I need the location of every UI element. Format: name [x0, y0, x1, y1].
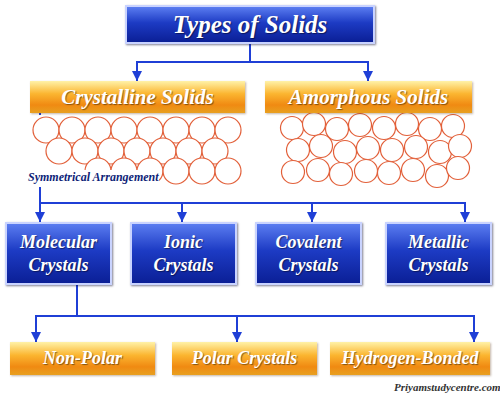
category-box: Amorphous Solids [265, 81, 472, 113]
box-text: Molecular Crystals [11, 231, 106, 276]
particle-circle [46, 138, 72, 164]
particle-circle [349, 114, 372, 137]
crystal-type-box: Ionic Crystals [130, 222, 237, 285]
random-particles [281, 113, 472, 188]
particle-circle [447, 157, 470, 180]
particle-circle [334, 141, 357, 164]
tree-connector [40, 113, 465, 222]
particle-circle [307, 159, 330, 182]
box-text: Polar Crystals [192, 347, 298, 370]
crystal-type-box: Metallic Crystals [385, 222, 492, 285]
particle-circle [373, 117, 396, 140]
particle-circle [378, 162, 401, 185]
watermark: Priyamstudycentre.com [394, 381, 500, 393]
box-text: Ionic Crystals [136, 231, 231, 276]
particle-circle [429, 141, 452, 164]
box-text: Amorphous Solids [289, 84, 448, 110]
particle-circle [396, 113, 419, 136]
box-text: Non-Polar [43, 347, 122, 370]
particle-circle [282, 161, 305, 184]
particle-circle [355, 160, 378, 183]
particle-circle [215, 158, 241, 184]
subtype-box: Hydrogen-Bonded [330, 342, 490, 375]
crystal-type-box: Molecular Crystals [5, 222, 112, 285]
illustration-backdrop [28, 115, 250, 187]
particle-circle [381, 139, 404, 162]
particle-circle [281, 117, 304, 140]
particle-circle [449, 135, 472, 158]
box-text: Hydrogen-Bonded [342, 347, 479, 370]
particle-circle [163, 158, 189, 184]
particle-circle [402, 159, 425, 182]
particle-circle [330, 163, 353, 186]
particle-circle [189, 158, 215, 184]
box-text: Types of Solids [173, 9, 328, 40]
subtype-box: Polar Crystals [172, 342, 317, 375]
particle-circle [287, 139, 310, 162]
particle-circle [426, 165, 449, 188]
box-text: Covalent Crystals [261, 231, 356, 276]
particle-circle [303, 113, 326, 136]
category-box: Crystalline Solids [30, 81, 245, 113]
tree-connector [77, 285, 237, 342]
box-text: Metallic Crystals [391, 231, 486, 276]
subtype-box: Non-Polar [10, 342, 155, 375]
title-box: Types of Solids [125, 5, 375, 44]
tree-connector [36, 285, 77, 342]
tree-connector [77, 285, 474, 342]
tree-connector [137, 44, 250, 81]
tree-connector [250, 44, 368, 81]
particle-circle [357, 137, 380, 160]
particle-circle [405, 136, 428, 159]
particle-circle [310, 135, 333, 158]
crystal-type-box: Covalent Crystals [255, 222, 362, 285]
caption-note: Symmetrical Arrangement [28, 170, 159, 185]
box-text: Crystalline Solids [61, 84, 213, 110]
